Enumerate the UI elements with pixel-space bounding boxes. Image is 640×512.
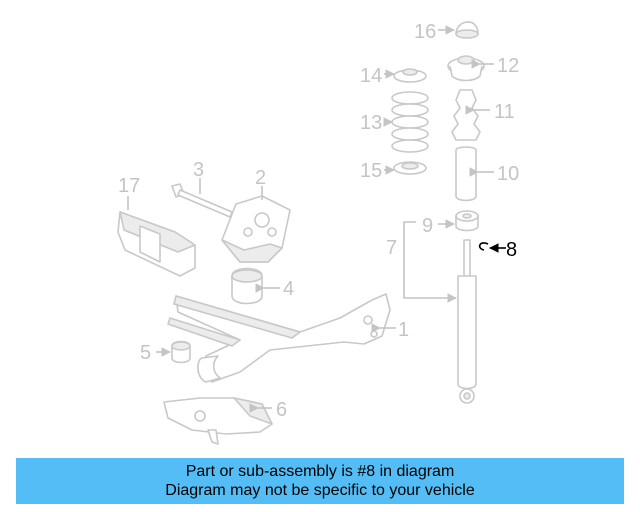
part-17-bracket: [117, 211, 196, 277]
callout-11: 11: [494, 101, 515, 123]
part-1-axle-beam: [167, 293, 391, 383]
part-9-bushing: [455, 210, 479, 232]
banner-part-line: Part or sub-assembly is #8 in diagram: [185, 463, 455, 480]
callout-5: 5: [140, 342, 151, 364]
callout-12: 12: [497, 55, 519, 77]
part-15-spring-pad: [393, 161, 427, 175]
part-10-dust-boot: [455, 146, 477, 202]
leader-7: [403, 221, 457, 303]
part-7-shock-absorber: [457, 239, 477, 404]
part-3-bolt: [171, 183, 241, 221]
part-13-coil-spring: [391, 91, 429, 153]
callout-17: 17: [118, 175, 140, 197]
part-2-mount-bracket: [221, 195, 291, 263]
part-14-spring-seat: [393, 68, 427, 83]
part-12-upper-mount: [447, 55, 485, 82]
part-8-clip: [478, 242, 489, 251]
callout-7: 7: [386, 237, 397, 259]
callout-3: 3: [193, 159, 204, 181]
banner-disclaimer-line: Diagram may not be specific to your vehi…: [165, 482, 475, 499]
callout-14: 14: [360, 65, 382, 87]
callout-15: 15: [360, 160, 382, 182]
callout-16: 16: [414, 21, 436, 43]
part-11-bump-stop: [451, 89, 481, 141]
part-6-plate: [163, 397, 273, 445]
part-5-bushing: [171, 340, 191, 364]
callout-9: 9: [422, 215, 433, 237]
info-banner: Part or sub-assembly is #8 in diagram Di…: [16, 458, 624, 504]
callout-4: 4: [283, 278, 294, 300]
callout-13: 13: [360, 112, 382, 134]
callout-10: 10: [497, 163, 519, 185]
callout-8: 8: [506, 239, 517, 261]
callout-6: 6: [276, 399, 287, 421]
callout-1: 1: [398, 319, 409, 341]
part-4-bushing: [231, 267, 263, 305]
callout-2: 2: [255, 167, 266, 189]
part-16-cap: [455, 21, 479, 39]
